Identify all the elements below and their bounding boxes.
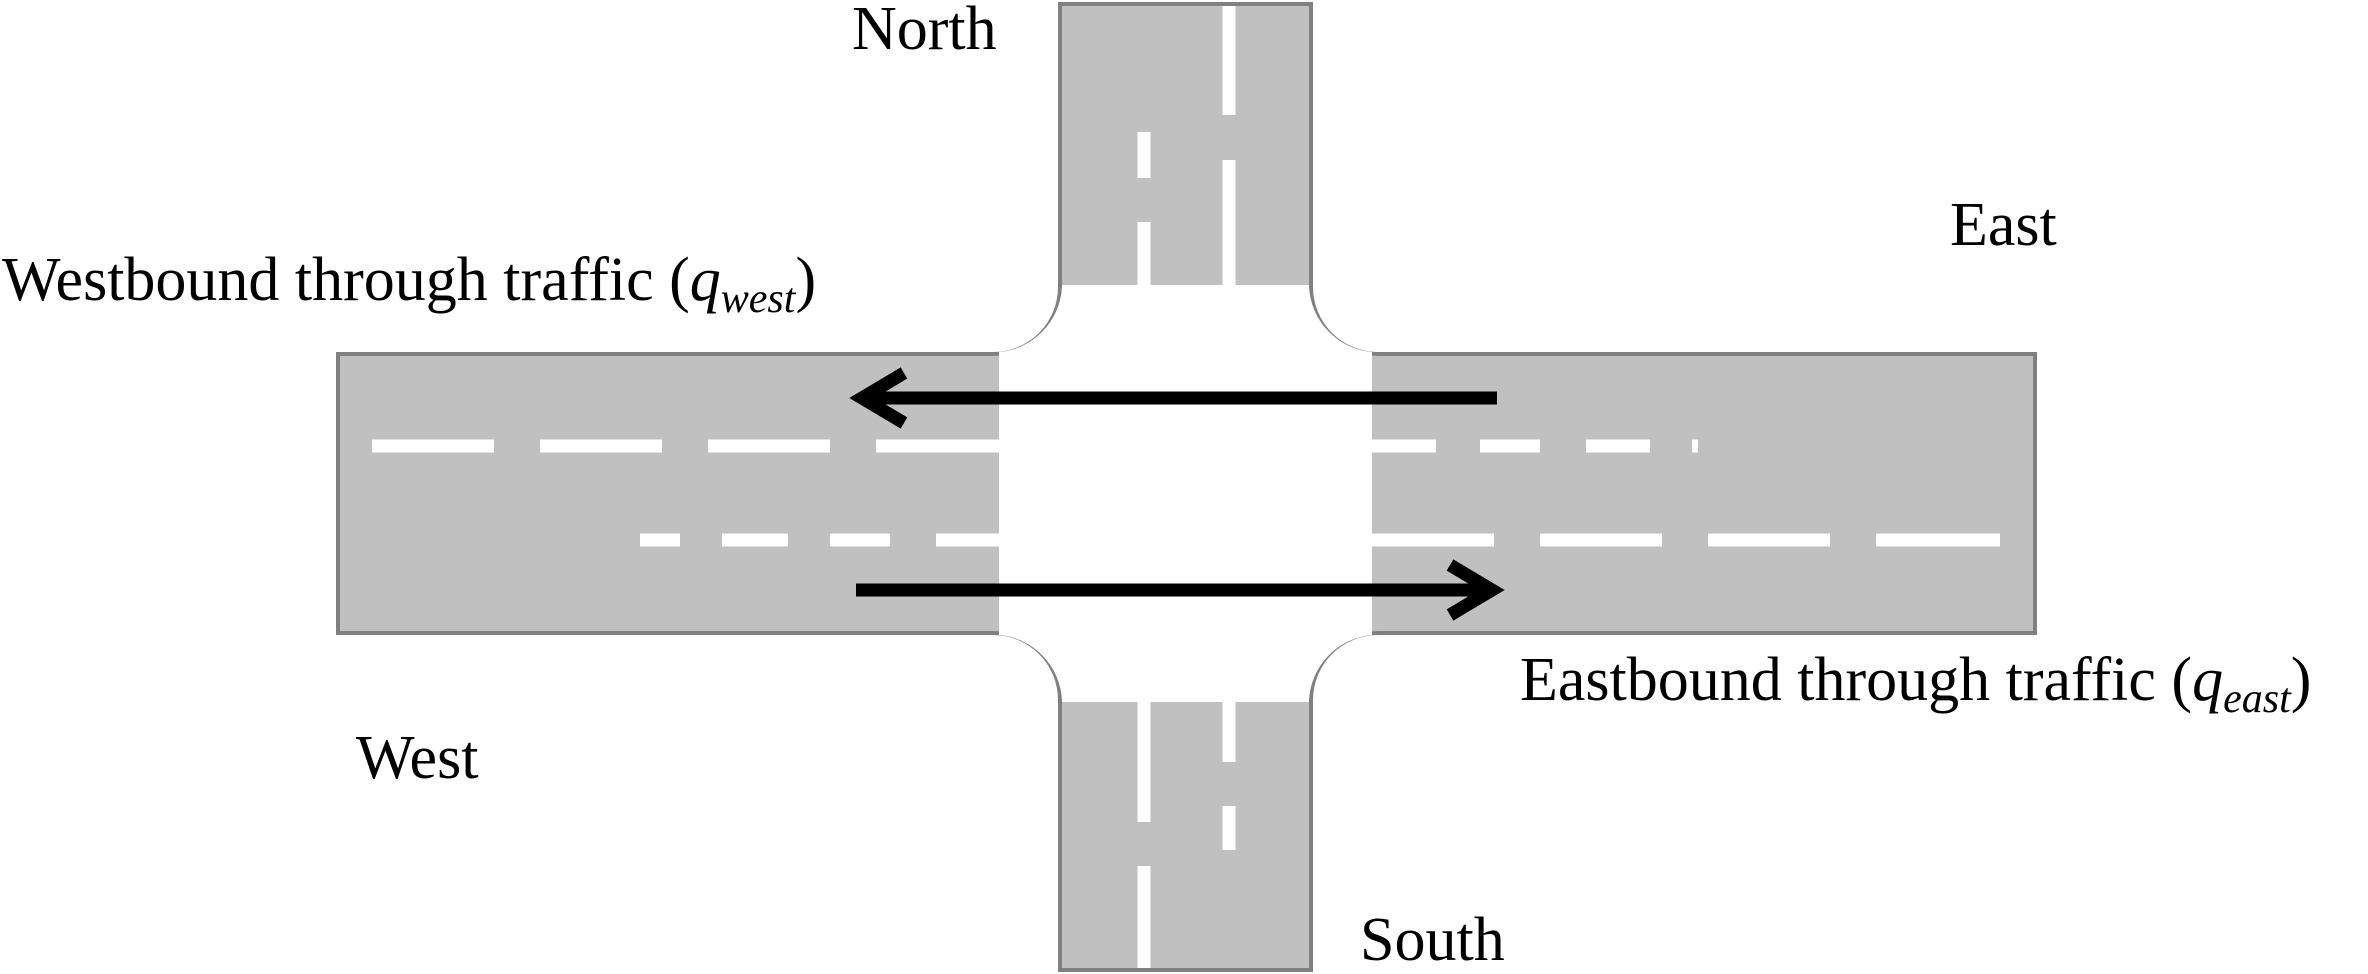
north-label: North [852, 0, 997, 63]
eastbound-flow-subscript: east [2223, 676, 2292, 722]
westbound-label-close: ) [795, 246, 816, 314]
traffic-arrows [849, 367, 1505, 621]
eastbound-flow-symbol: q [2192, 646, 2223, 714]
westbound-arrow-head [849, 367, 908, 429]
lane-markings [372, 6, 2000, 968]
labels: North East West South Westbound through … [2, 0, 2311, 974]
intersection-box [999, 285, 1372, 702]
south-label: South [1360, 906, 1505, 974]
east-label: East [1950, 191, 2057, 259]
eastbound-traffic-label: Eastbound through traffic (qeast) [1520, 646, 2311, 722]
westbound-flow-subscript: west [721, 276, 797, 322]
eastbound-label-close: ) [2291, 646, 2312, 714]
road-network [336, 2, 2037, 972]
eastbound-label-text: Eastbound through traffic ( [1520, 646, 2192, 714]
westbound-flow-symbol: q [690, 246, 721, 314]
westbound-traffic-label: Westbound through traffic (qwest) [2, 246, 816, 322]
westbound-label-text: Westbound through traffic ( [2, 246, 690, 314]
west-label: West [356, 724, 478, 792]
eastbound-arrow-head [1446, 559, 1505, 621]
